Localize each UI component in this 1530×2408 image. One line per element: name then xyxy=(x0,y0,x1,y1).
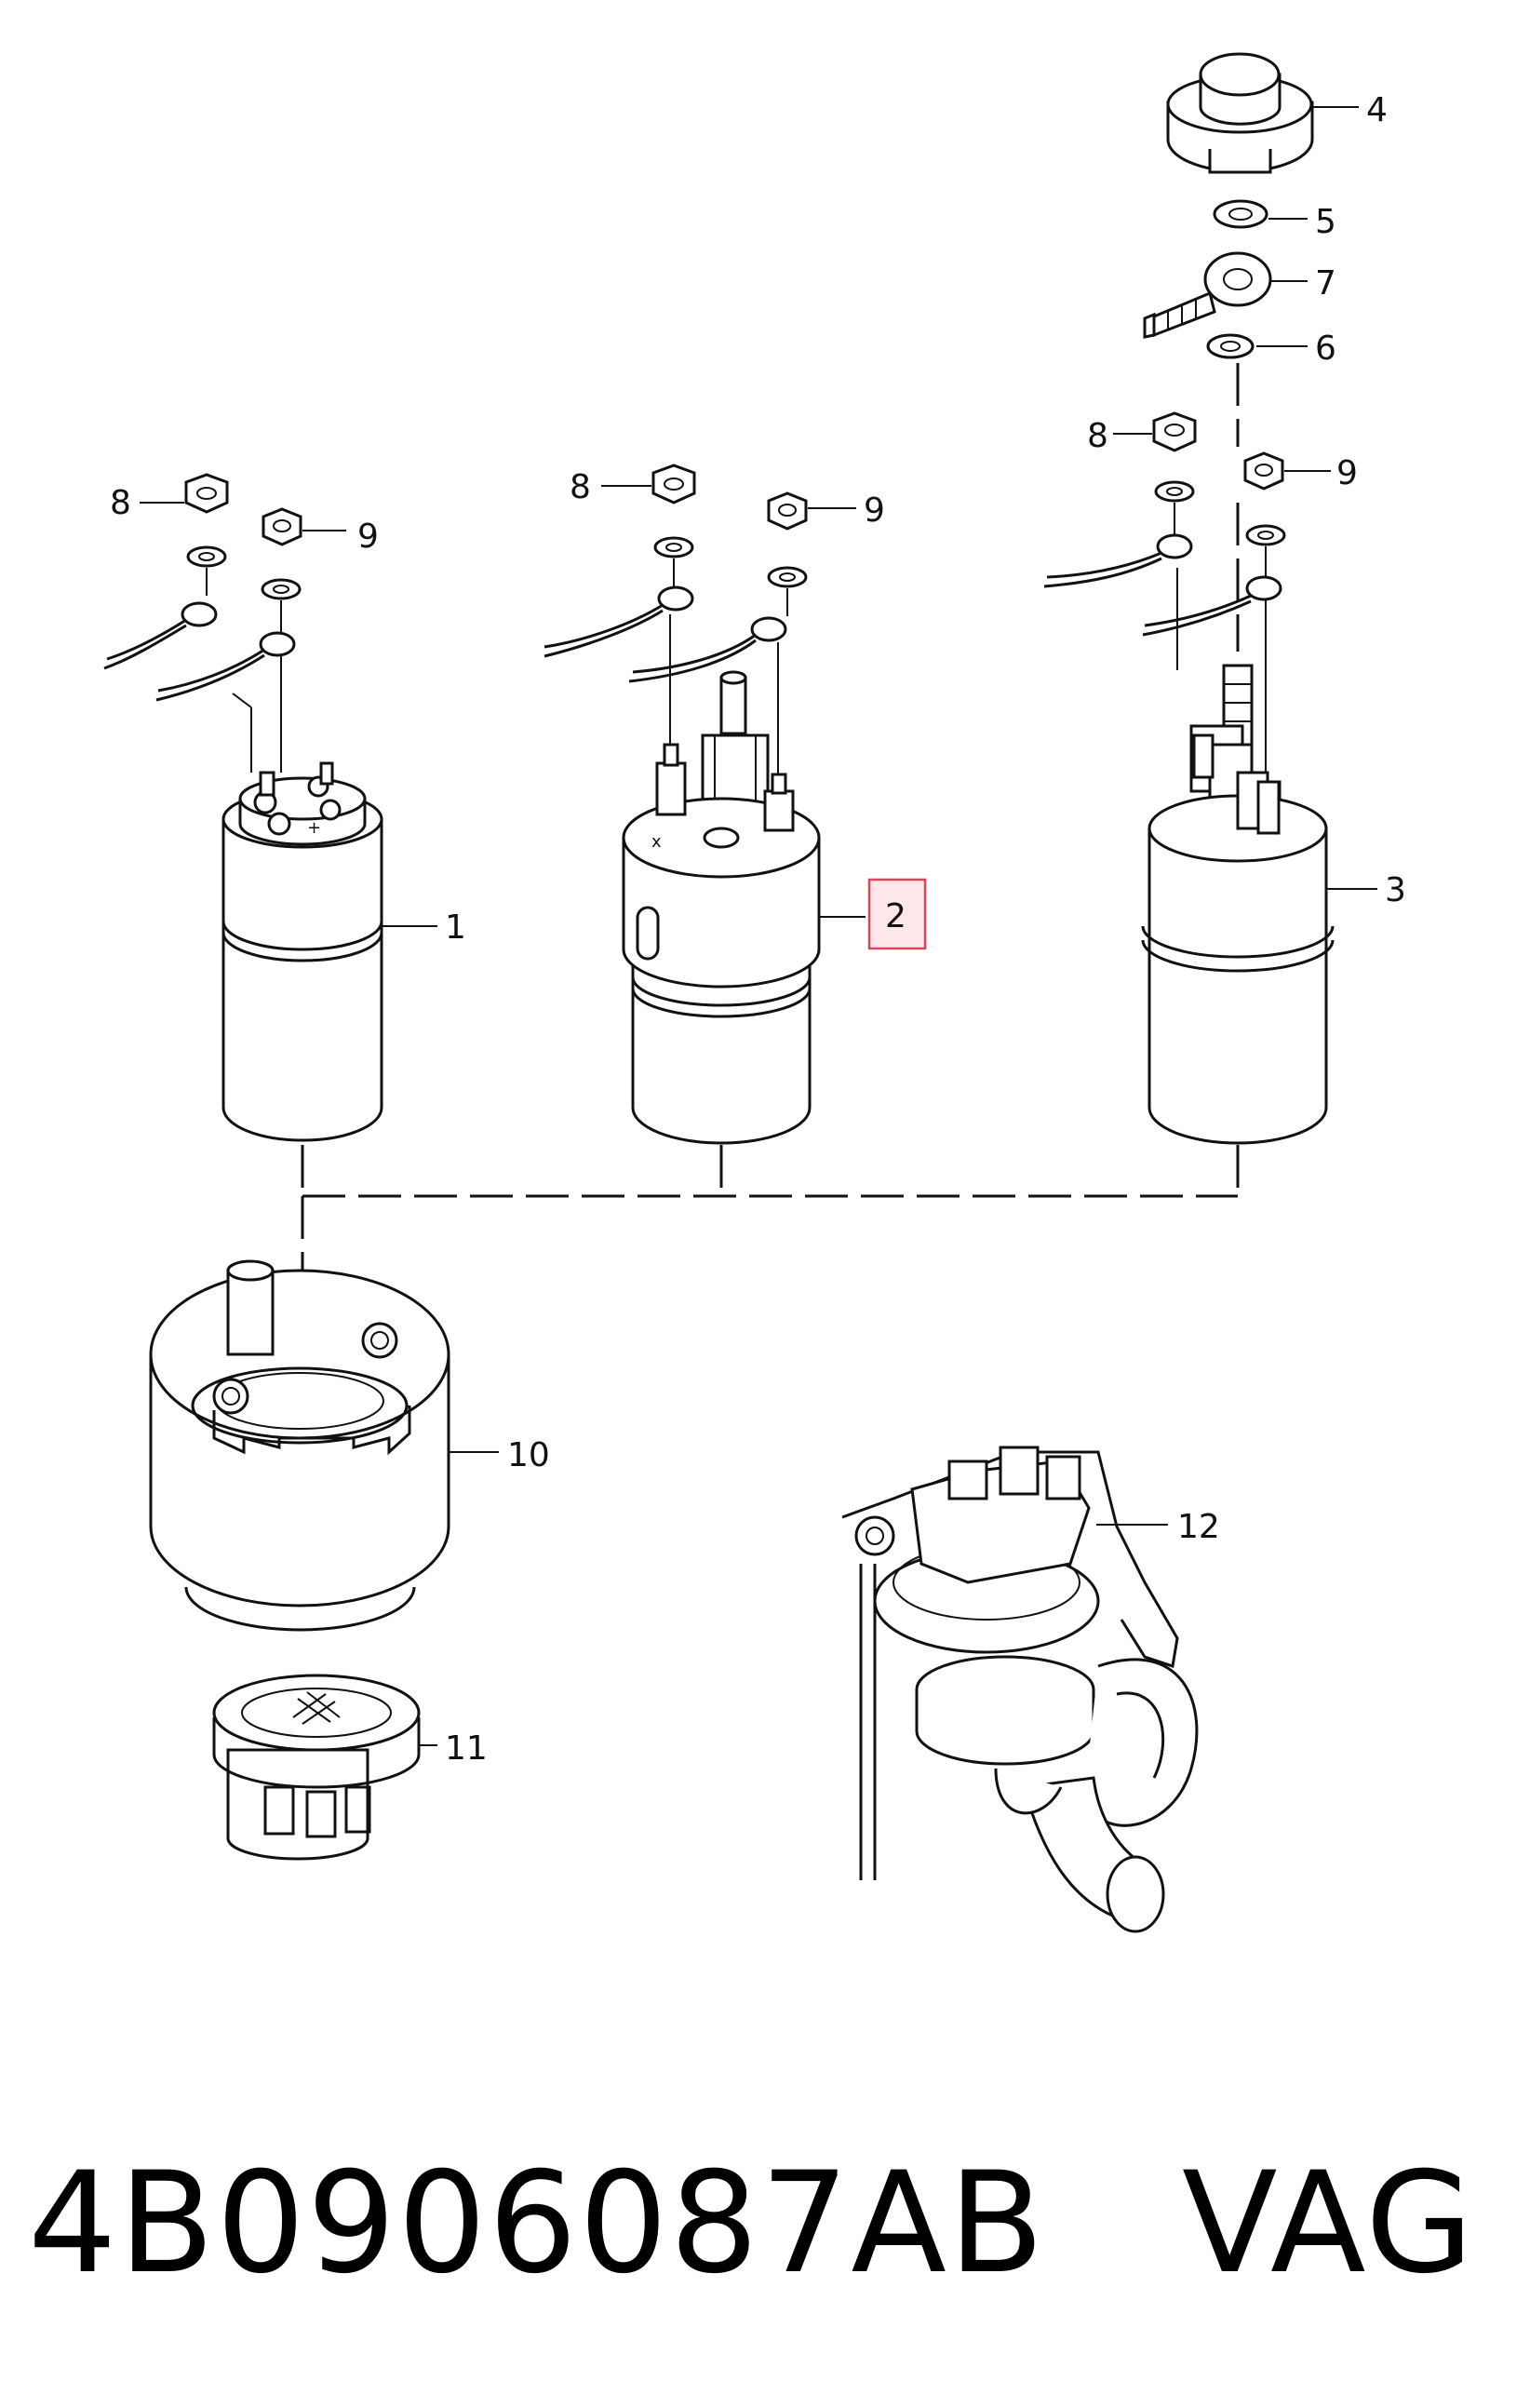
callout-8-right: 8 xyxy=(1087,417,1108,455)
callout-5: 5 xyxy=(1315,203,1336,241)
part-number: 4B0906087AB xyxy=(28,2143,1046,2305)
brand-label: VAG xyxy=(1182,2143,1475,2305)
svg-text:x: x xyxy=(651,832,662,852)
fuel-pump-2: x 2 8 9 xyxy=(544,464,927,1145)
callout-2[interactable]: 2 xyxy=(885,897,906,935)
banjo-fitting-7 xyxy=(1143,251,1272,339)
callout-8-left: 8 xyxy=(110,484,131,522)
linkage-lines xyxy=(301,1145,1240,1285)
hex-nut-9-mid xyxy=(767,491,808,531)
callout-9-mid: 9 xyxy=(864,491,885,530)
hex-nut-8-left xyxy=(184,473,229,514)
callout-2-highlight[interactable] xyxy=(867,878,927,950)
sender-unit-12: 12 xyxy=(841,1446,1220,1933)
callout-4: 4 xyxy=(1366,91,1388,129)
callout-3: 3 xyxy=(1385,871,1406,909)
hex-nut-8-mid xyxy=(651,464,696,504)
hex-nut-9-left xyxy=(262,507,302,546)
strainer-11: 11 xyxy=(212,1674,488,1861)
callout-7: 7 xyxy=(1315,264,1336,303)
callout-6: 6 xyxy=(1315,330,1336,368)
reservoir-10: 10 xyxy=(149,1259,550,1632)
callout-11: 11 xyxy=(445,1729,488,1768)
callout-9-left: 9 xyxy=(357,518,379,556)
callout-1: 1 xyxy=(445,908,466,947)
callout-12: 12 xyxy=(1177,1508,1220,1546)
cap-nut-4 xyxy=(1166,52,1314,174)
fuel-pump-3: 4 5 7 6 8 xyxy=(1043,52,1406,1145)
callout-9-right: 9 xyxy=(1336,454,1358,492)
fuel-pump-1: + 1 8 9 xyxy=(103,473,466,1142)
hex-nut-9-right xyxy=(1243,451,1284,491)
callout-8-mid: 8 xyxy=(570,468,591,506)
hex-nut-8-right xyxy=(1152,411,1197,452)
callout-10: 10 xyxy=(507,1436,550,1474)
svg-text:+: + xyxy=(307,818,321,838)
